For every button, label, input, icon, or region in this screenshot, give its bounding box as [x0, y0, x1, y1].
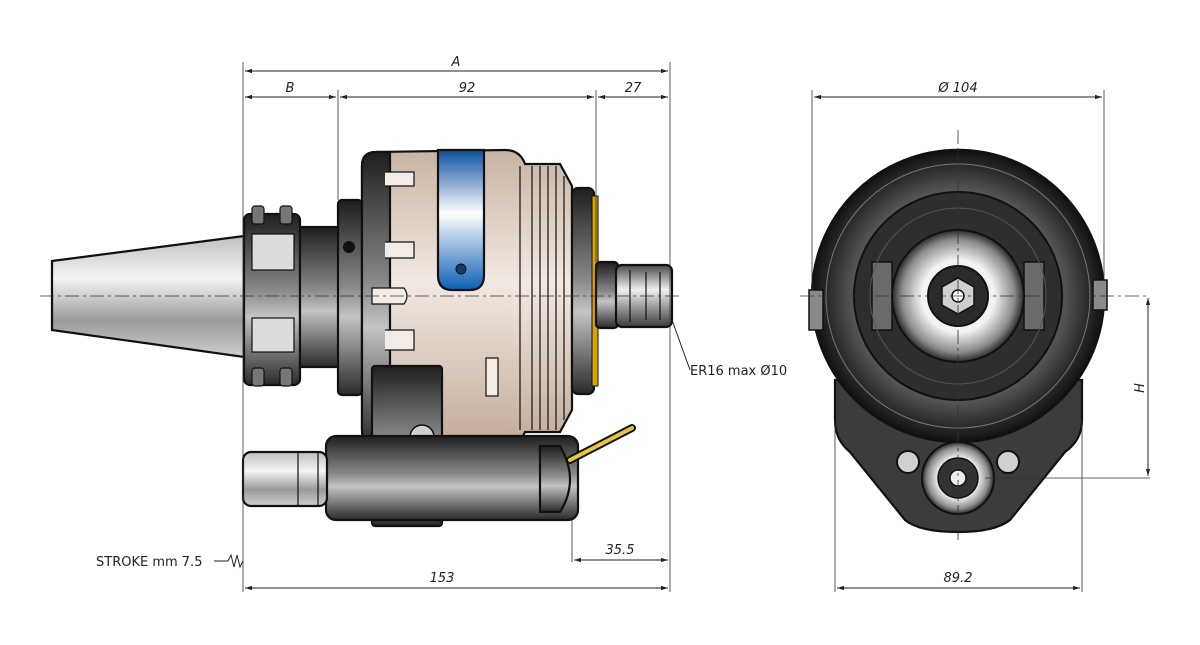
stop-rod-tip — [538, 444, 571, 514]
front-plate — [570, 186, 596, 396]
ring-screw — [343, 241, 355, 253]
retention-ring — [336, 198, 364, 397]
taper-shank — [50, 234, 246, 359]
front-dimensions: Ø 104 89.2 H — [811, 81, 1151, 592]
nose — [594, 260, 620, 330]
blue-band-screw — [455, 263, 467, 275]
dim-b-label: B — [286, 81, 295, 96]
side-view — [40, 148, 682, 528]
body-slots — [371, 171, 499, 397]
front-left-tab — [808, 289, 824, 331]
side-dimensions: A B 92 27 35.5 153 ER16 max Ø10 STROKE m… — [96, 55, 787, 592]
stop-pin — [241, 450, 329, 508]
spring-icon — [214, 553, 244, 569]
flange — [242, 205, 302, 387]
front-right-hole — [996, 450, 1020, 474]
stroke-note: STROKE mm 7.5 — [96, 555, 202, 570]
body-ribs — [519, 166, 565, 430]
front-right-tab — [1092, 279, 1108, 311]
dim-89-2-label: 89.2 — [944, 571, 973, 586]
dim-diameter-label: Ø 104 — [937, 81, 977, 96]
dim-a-label: A — [451, 55, 461, 70]
dim-h-label: H — [1133, 383, 1148, 393]
dim-35-5-label: 35.5 — [606, 543, 635, 558]
shank-neck — [298, 225, 342, 369]
front-view — [800, 130, 1150, 540]
collet-note: ER16 max Ø10 — [690, 364, 787, 379]
front-left-hole — [896, 450, 920, 474]
dim-27-label: 27 — [625, 81, 642, 96]
dim-92-label: 92 — [459, 81, 476, 96]
dim-153-label: 153 — [430, 571, 455, 586]
blue-band — [436, 148, 486, 292]
